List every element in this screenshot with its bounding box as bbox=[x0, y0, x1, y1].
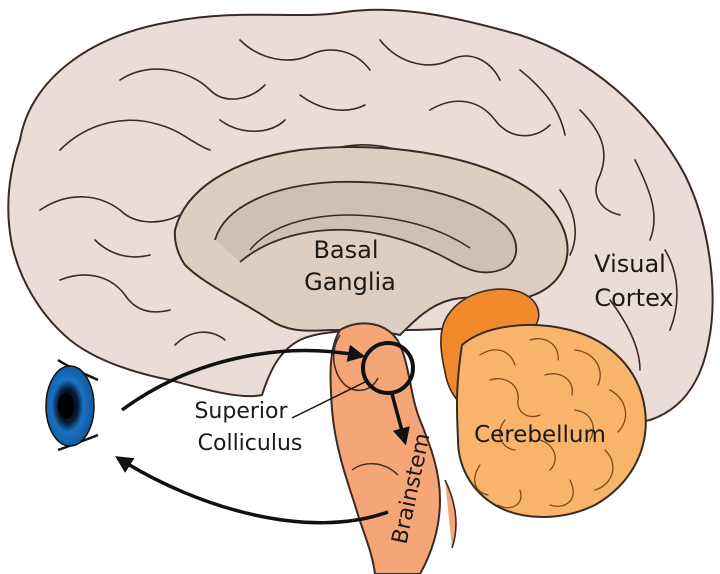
ventricle-arc bbox=[249, 214, 471, 251]
label-ganglia: Ganglia bbox=[304, 268, 396, 296]
arrow-colliculus-to-brainstem bbox=[390, 393, 410, 446]
cerebellum-shape bbox=[455, 324, 647, 518]
arrow-eye-to-colliculus bbox=[120, 344, 366, 412]
superior-colliculus-circle bbox=[361, 341, 415, 395]
arrow-brainstem-to-eye bbox=[115, 456, 389, 525]
label-colliculus: Colliculus bbox=[198, 431, 303, 456]
label-visual: Visual bbox=[594, 250, 666, 278]
pons-line bbox=[351, 463, 399, 476]
label-basal: Basal bbox=[313, 236, 378, 264]
label-cortex: Cortex bbox=[594, 284, 673, 312]
eye-pupil bbox=[58, 393, 74, 419]
label-cerebellum: Cerebellum bbox=[474, 422, 606, 448]
label-superior: Superior bbox=[194, 399, 288, 424]
cerebellum-folia bbox=[474, 338, 627, 509]
label-leader-superior-colliculus bbox=[291, 381, 366, 419]
medulla-edge bbox=[444, 479, 457, 549]
corpus-callosum bbox=[214, 180, 518, 274]
